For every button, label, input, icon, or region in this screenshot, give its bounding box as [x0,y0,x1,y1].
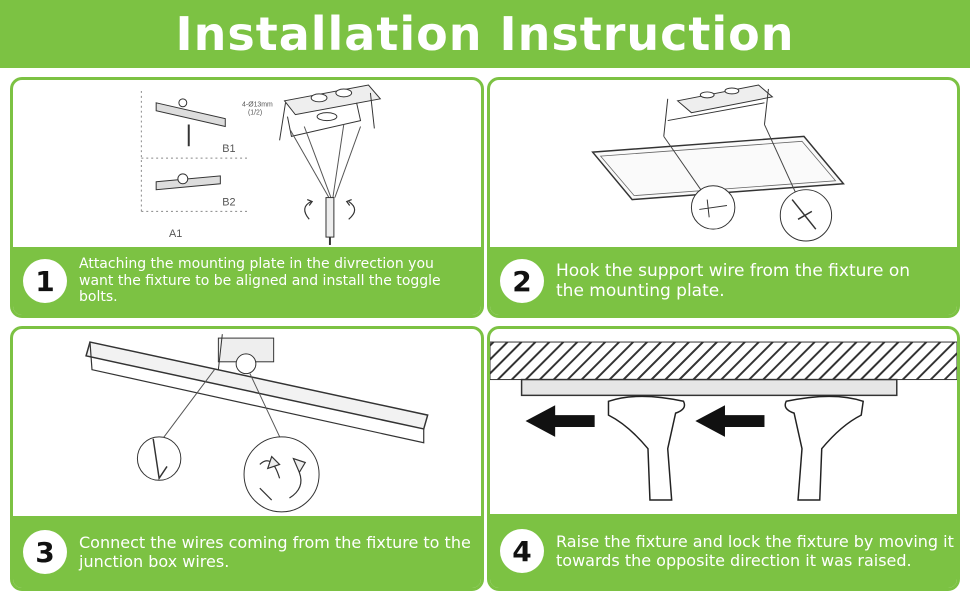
lock-fixture-diagram [490,341,957,501]
step-3-number: 3 [23,530,67,574]
step-4-text: Raise the fixture and lock the fixture b… [556,531,954,570]
connection-wires [160,369,283,442]
step-2-caption: 2 Hook the support wire from the fixture… [490,247,957,315]
toggle-bolt-lines [289,124,362,198]
left-arrow-icon-2 [695,405,765,437]
junction-plate-icon [217,334,275,375]
step-2-number: 2 [500,259,544,303]
hook-detail-icon [136,436,182,481]
step-2-text: Hook the support wire from the fixture o… [556,260,911,301]
step-4-caption: 4 Raise the fixture and lock the fixture… [490,514,957,588]
right-hand-icon [784,395,865,501]
step-1-text: Attaching the mounting plate in the divr… [79,255,441,306]
step-4-illustration [490,329,957,517]
rail-b1-icon [155,98,226,147]
step-1-illustration: B1 B2 A1 4-Ø13mm (1/2) [13,80,481,250]
fixture-panel-icon [520,378,898,397]
left-hand-icon [607,395,686,501]
step-1-caption: 1 Attaching the mounting plate in the di… [13,247,481,315]
page-header: Installation Instruction [0,0,970,68]
label-b1: B1 [222,143,235,155]
page-title: Installation Instruction [175,7,795,61]
left-arrow-icon [525,405,595,437]
step-card-2: 2 Hook the support wire from the fixture… [487,77,960,318]
step-1-number: 1 [23,259,67,303]
fixture-bar-icon [85,341,429,444]
support-wire-diagram [591,84,845,242]
ceiling-icon [490,341,957,381]
mounting-plate-icon [663,84,774,137]
step-card-1: B1 B2 A1 4-Ø13mm (1/2) [10,77,484,318]
mounting-plate-diagram: B1 B2 A1 4-Ø13mm (1/2) [140,84,382,245]
fixture-panel-icon [591,135,845,201]
rotate-arrows-icon [304,199,356,220]
label-spec: 4-Ø13mm [242,102,273,109]
label-a1: A1 [169,228,182,240]
rail-b2-icon [155,173,221,191]
label-b2: B2 [222,196,235,208]
step-3-text: Connect the wires coming from the fixtur… [79,532,471,571]
step-3-illustration [13,329,481,519]
label-spec-sub: (1/2) [248,110,262,117]
step-card-4: 4 Raise the fixture and lock the fixture… [487,326,960,591]
screwdriver-icon [325,197,335,245]
step-4-number: 4 [500,529,544,573]
wiring-diagram [85,334,429,513]
step-3-caption: 3 Connect the wires coming from the fixt… [13,516,481,588]
mounting-plate-icon [279,84,382,141]
step-2-illustration [490,80,957,250]
step-card-3: 3 Connect the wires coming from the fixt… [10,326,484,591]
wire-nut-detail-icon [243,436,320,513]
